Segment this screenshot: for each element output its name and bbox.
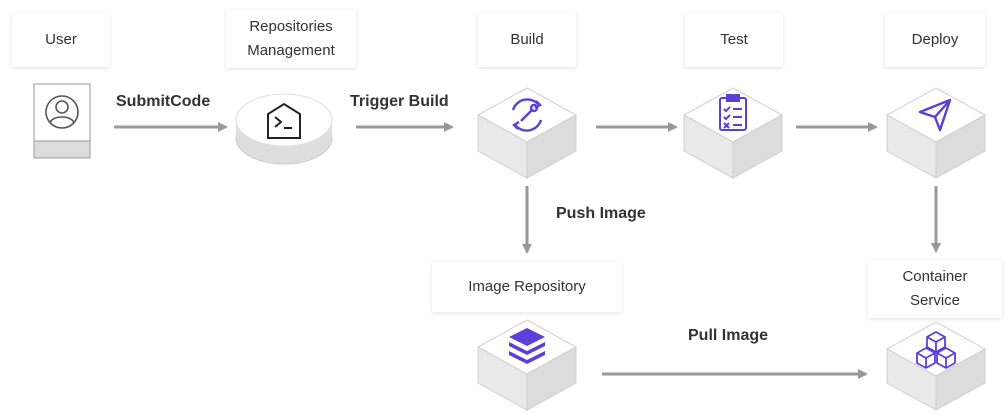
repo-label-line1: Repositories bbox=[249, 18, 333, 35]
image-repo-node bbox=[476, 319, 578, 411]
test-label-box: Test bbox=[685, 13, 783, 67]
build-label: Build bbox=[510, 31, 544, 48]
repo-label-line2: Management bbox=[247, 42, 335, 59]
test-node bbox=[682, 87, 784, 179]
terminal-house-icon bbox=[267, 102, 301, 139]
container-label-line2: Service bbox=[909, 292, 961, 309]
push-image-label: Push Image bbox=[556, 205, 646, 222]
container-label-line1: Container bbox=[902, 268, 968, 285]
build-label-box: Build bbox=[478, 13, 576, 67]
repo-node bbox=[235, 93, 333, 165]
trigger-build-label: Trigger Build bbox=[350, 93, 449, 110]
container-label-box: Container Service bbox=[868, 260, 1002, 318]
arrows bbox=[114, 122, 941, 379]
repo-label-box: Repositories Management bbox=[226, 10, 356, 68]
image-repo-label: Image Repository bbox=[468, 278, 586, 295]
test-label: Test bbox=[720, 31, 748, 48]
user-node bbox=[33, 83, 91, 159]
layers-stack-icon bbox=[509, 328, 545, 364]
pull-image-label: Pull Image bbox=[688, 327, 769, 344]
user-label-box: User bbox=[12, 13, 110, 67]
deploy-label-box: Deploy bbox=[885, 13, 985, 67]
checklist-clipboard-icon bbox=[719, 94, 747, 131]
wrench-gear-icon bbox=[511, 98, 543, 132]
user-label: User bbox=[45, 31, 77, 48]
submit-code-label: SubmitCode bbox=[116, 93, 211, 110]
cubes-icon bbox=[916, 331, 956, 369]
user-avatar-icon bbox=[45, 95, 79, 129]
image-repo-label-box: Image Repository bbox=[432, 262, 622, 312]
paper-plane-icon bbox=[918, 98, 952, 132]
container-node bbox=[885, 321, 987, 411]
deploy-label: Deploy bbox=[911, 31, 959, 48]
build-node bbox=[476, 87, 578, 179]
deploy-node bbox=[885, 87, 987, 179]
